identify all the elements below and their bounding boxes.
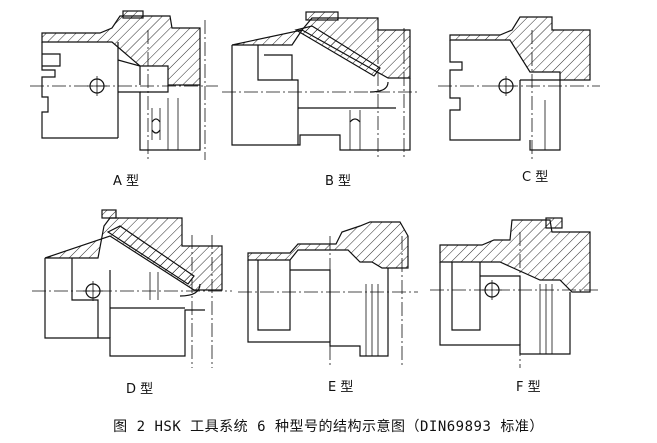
label-type-c: C 型 [522, 170, 549, 185]
label-type-f: F 型 [516, 380, 541, 395]
label-type-d: D 型 [126, 382, 154, 397]
label-type-e: E 型 [328, 380, 354, 395]
drawing-type-a [30, 10, 218, 160]
drawing-type-f [430, 217, 600, 368]
drawing-type-e [238, 221, 418, 368]
figure-caption: 图 2 HSK 工具系统 6 种型号的结构示意图（DIN69893 标准） [113, 419, 544, 435]
drawing-type-d [32, 209, 232, 368]
label-type-a: A 型 [113, 174, 140, 189]
label-type-b: B 型 [325, 174, 352, 189]
drawing-type-c [438, 16, 600, 160]
drawing-type-b [222, 11, 420, 160]
